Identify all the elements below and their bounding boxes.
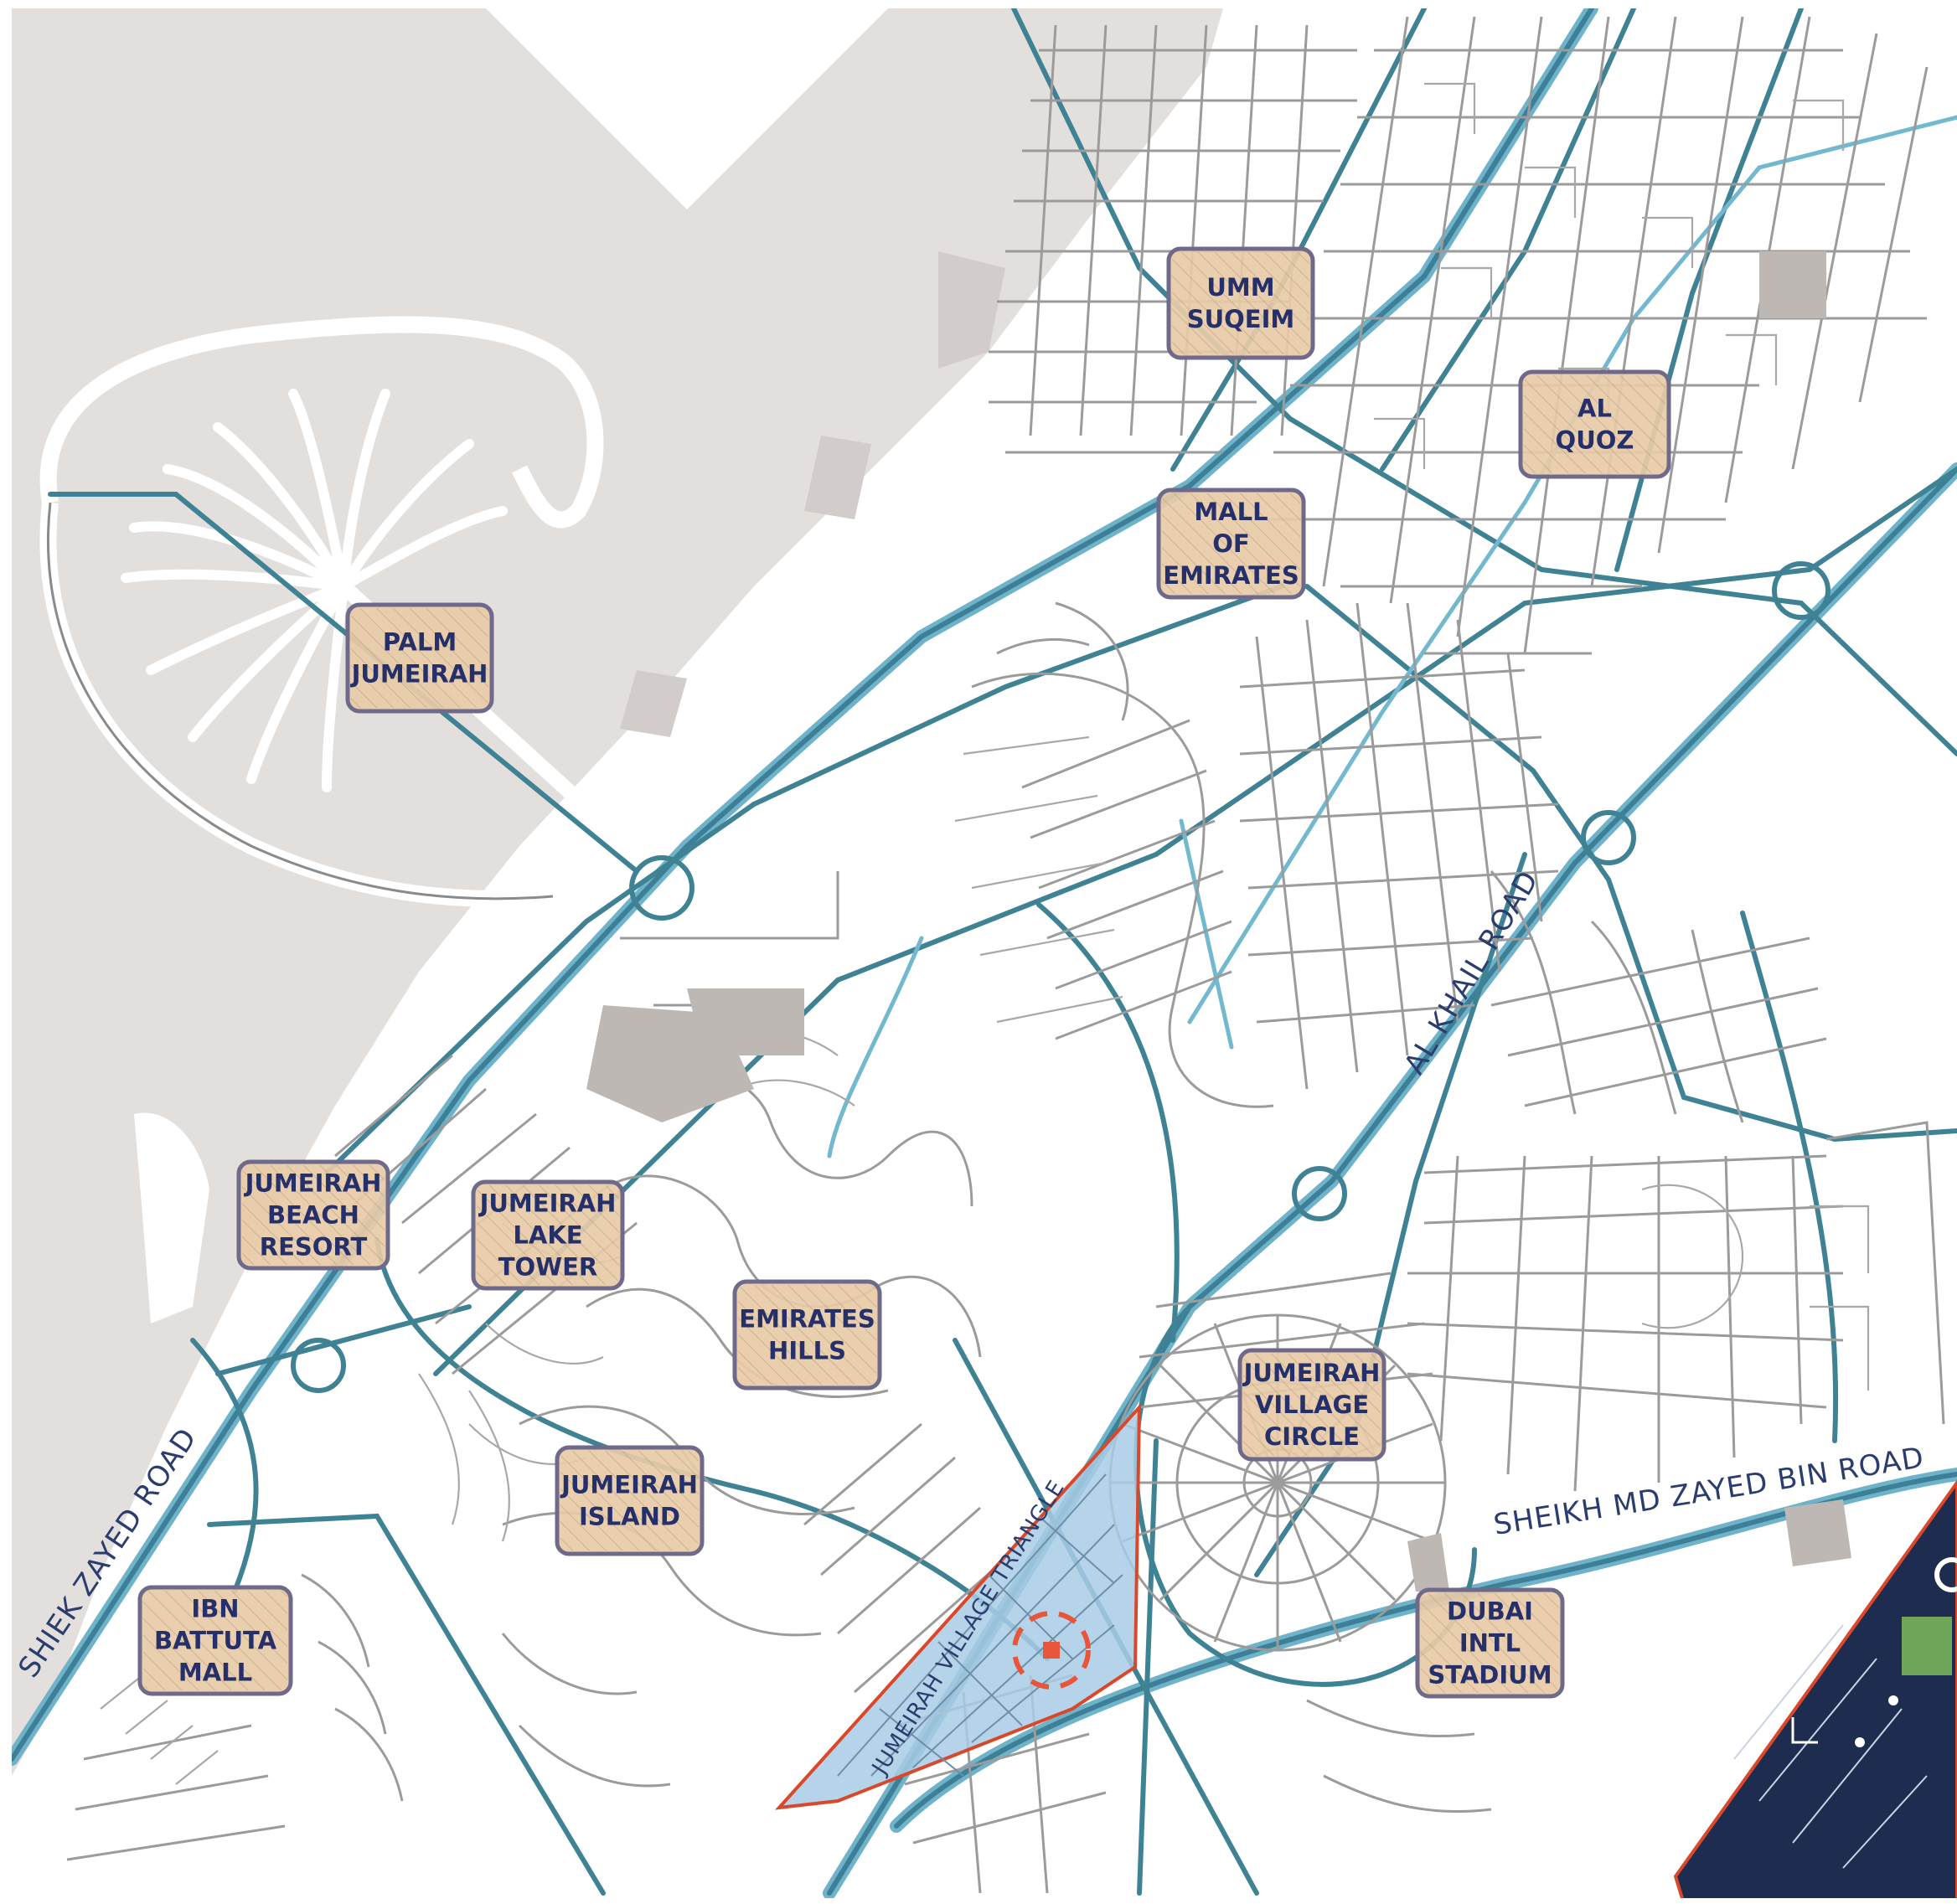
- area-label-line: UMM: [1206, 273, 1274, 302]
- area-label-line: QUOZ: [1556, 426, 1634, 455]
- shiek-zayed-road: [12, 8, 1598, 1766]
- area-label-line: BATTUTA: [154, 1627, 277, 1655]
- area-label-jumeirah-beach-resort[interactable]: JUMEIRAH BEACH RESORT: [236, 1159, 390, 1271]
- area-label-jumeirah-village-circle[interactable]: JUMEIRAH VILLAGE CIRCLE: [1237, 1348, 1386, 1462]
- area-label-hatch: [1172, 252, 1309, 354]
- area-label-line: HILLS: [768, 1337, 846, 1365]
- area-label-line: INTL: [1459, 1629, 1521, 1658]
- built-up-areas: [586, 251, 1851, 1592]
- area-label-line: JUMEIRAH: [560, 1471, 698, 1499]
- area-label-dubai-intl-stadium[interactable]: DUBAI INTL STADIUM: [1415, 1587, 1565, 1699]
- area-label-mall-of-emirates[interactable]: MALL OF EMIRATES: [1156, 488, 1306, 600]
- area-label-line: CIRCLE: [1264, 1422, 1360, 1451]
- area-label-emirates-hills[interactable]: EMIRATES HILLS: [732, 1279, 882, 1391]
- area-label-line: ISLAND: [579, 1503, 680, 1531]
- area-label-line: PALM: [383, 628, 457, 657]
- area-label-line: MALL: [178, 1659, 252, 1687]
- area-label-line: IBN: [191, 1595, 239, 1623]
- area-label-palm-jumeirah[interactable]: PALM JUMEIRAH: [345, 602, 494, 714]
- area-label-line: DUBAI: [1447, 1597, 1533, 1626]
- area-label-line: OF: [1212, 529, 1249, 558]
- area-label-hatch: [351, 608, 488, 708]
- area-label-line: EMIRATES: [739, 1305, 875, 1334]
- target-marker-icon[interactable]: [1012, 1611, 1091, 1690]
- area-label-umm-suqeim[interactable]: UMM SUQEIM: [1166, 246, 1315, 360]
- site-plan-panel[interactable]: [1673, 1479, 1957, 1904]
- area-label-line: MALL: [1194, 498, 1268, 526]
- area-label-line: BEACH: [267, 1201, 359, 1230]
- area-label-hatch: [242, 1165, 385, 1265]
- road-label-al-khail: AL KHAIL ROAD: [1397, 864, 1546, 1080]
- area-label-hatch: [560, 1451, 699, 1551]
- area-label-line: LAKE: [513, 1221, 582, 1250]
- area-label-hatch: [477, 1185, 619, 1285]
- area-label-hatch: [1243, 1354, 1381, 1456]
- area-label-jumeirah-lake-tower[interactable]: JUMEIRAH LAKE TOWER: [471, 1179, 625, 1291]
- area-label-line: JUMEIRAH: [1242, 1359, 1381, 1387]
- area-label-line: VILLAGE: [1255, 1391, 1369, 1419]
- area-label-line: RESORT: [260, 1233, 368, 1262]
- area-label-line: AL: [1577, 395, 1612, 423]
- area-labels: UMM SUQEIM AL QUOZ MALL OF EMIRATES PALM JUMEIRA…: [137, 246, 1671, 1699]
- area-label-line: EMIRATES: [1163, 561, 1299, 590]
- area-label-line: JUMEIRAH: [350, 660, 488, 689]
- marina-coast: [134, 1112, 209, 1324]
- area-label-hatch: [1421, 1593, 1559, 1693]
- area-label-hatch: [1162, 493, 1300, 594]
- jumeirah-village-triangle-area[interactable]: [774, 1402, 1142, 1810]
- area-label-hatch: [143, 1591, 287, 1690]
- area-label-line: TOWER: [498, 1253, 598, 1282]
- area-label-ibn-battuta-mall[interactable]: IBN BATTUTA MALL: [137, 1585, 293, 1696]
- area-label-line: SUQEIM: [1187, 305, 1295, 333]
- palm-jumeirah-island: [39, 316, 626, 907]
- area-label-line: JUMEIRAH: [478, 1189, 617, 1218]
- area-label-jumeirah-island[interactable]: JUMEIRAH ISLAND: [555, 1445, 705, 1556]
- area-label-line: JUMEIRAH: [244, 1169, 382, 1198]
- area-label-hatch: [1524, 375, 1665, 473]
- coast-detail: [620, 251, 1005, 737]
- area-label-al-quoz[interactable]: AL QUOZ: [1518, 369, 1671, 479]
- area-label-line: STADIUM: [1428, 1661, 1552, 1690]
- area-label-hatch: [738, 1285, 876, 1385]
